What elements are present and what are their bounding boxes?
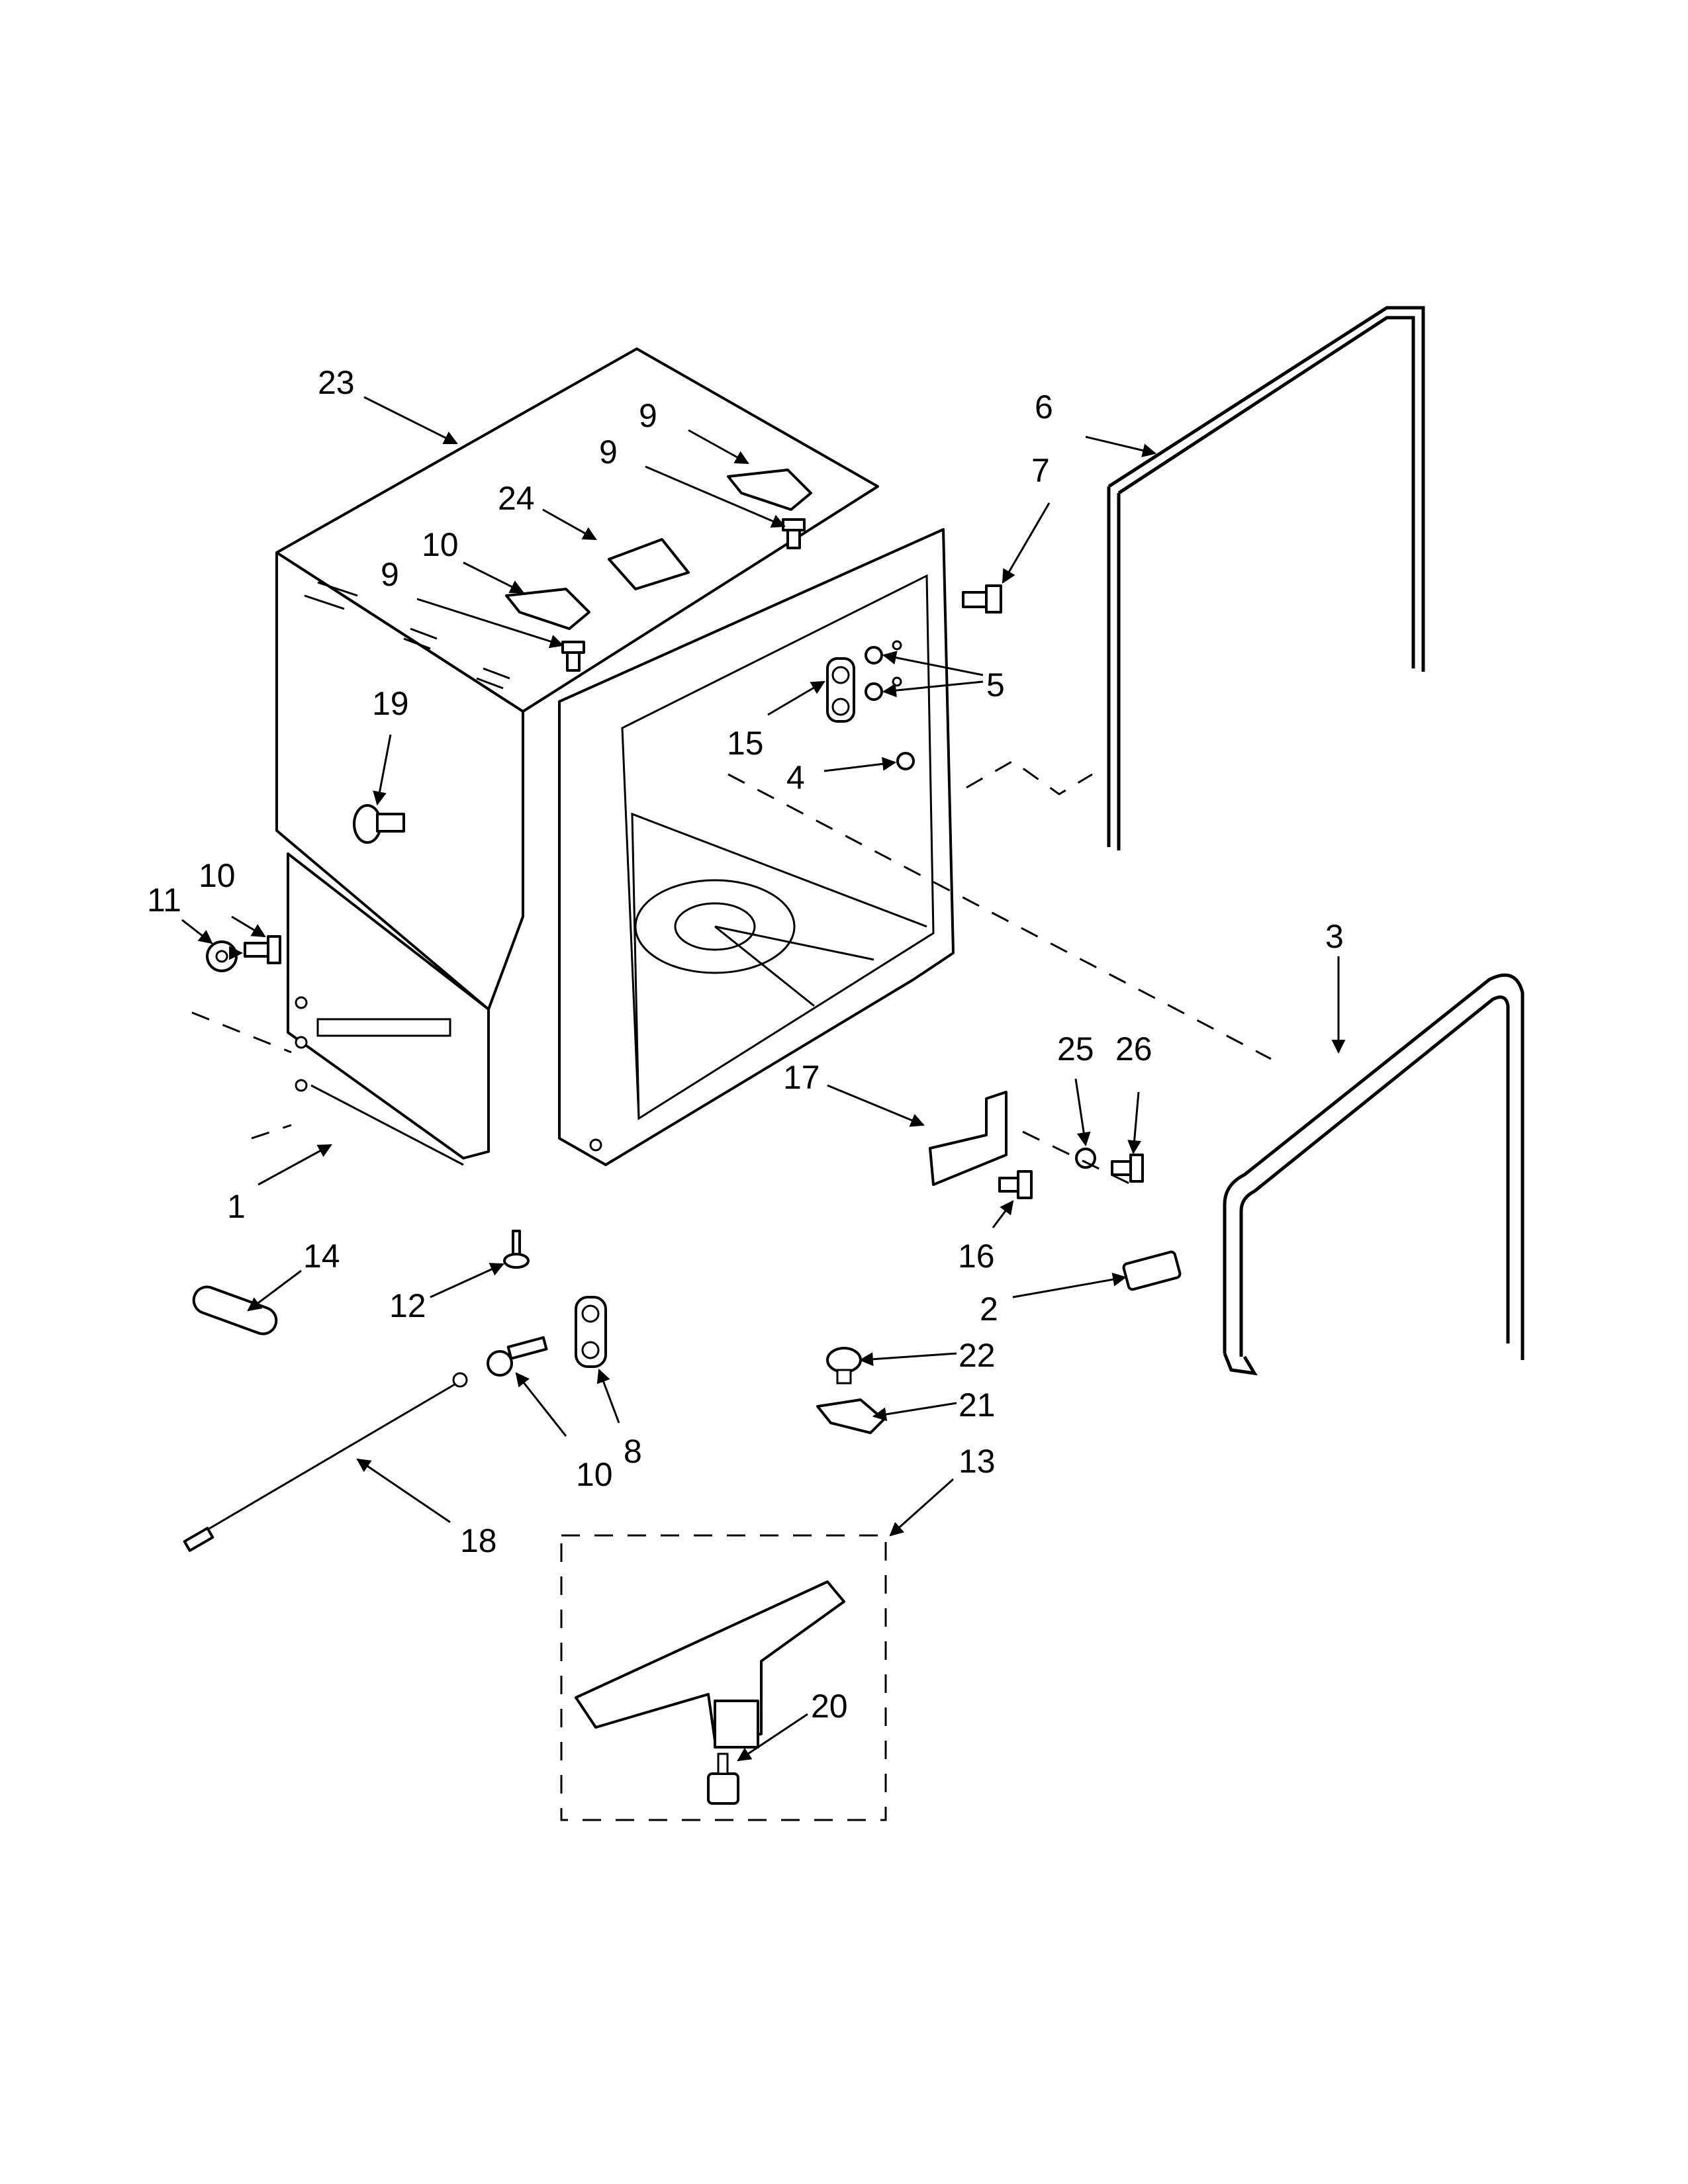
callout-12: 10 (199, 857, 236, 894)
install-line-base (251, 1124, 292, 1140)
hinge-bracket-10a (727, 469, 812, 511)
callout-6: 6 (1035, 388, 1053, 426)
callout-2: 2 (980, 1291, 998, 1328)
hinge-bracket-10b (505, 588, 590, 630)
callout-24: 21 (959, 1387, 996, 1424)
callouts: 23 9 9 24 10 9 6 7 5 15 4 19 10 11 3 25 … (147, 364, 1344, 1725)
leader-arrows (181, 396, 1346, 1762)
callout-9b: 9 (381, 556, 399, 593)
sensor-25 (826, 1347, 862, 1385)
screw-28 (1111, 1154, 1144, 1183)
callout-19: 17 (783, 1059, 820, 1096)
tub-assembly (275, 347, 955, 1166)
install-line-3 (727, 773, 1272, 1060)
callout-10b: 10 (422, 526, 459, 563)
screw-18 (998, 1170, 1033, 1199)
leveling-leg-14 (503, 1230, 530, 1269)
callout-4: 4 (786, 759, 805, 796)
callout-25: 22 (959, 1337, 996, 1374)
door-gasket-top (1107, 306, 1425, 850)
bracket-17 (826, 657, 855, 723)
install-line-28 (1022, 1130, 1133, 1186)
callout-16: 14 (303, 1238, 340, 1275)
subassembly-15-box (560, 1534, 887, 1821)
screw-12 (244, 935, 281, 964)
plug-4 (896, 752, 915, 770)
callout-28: 26 (1115, 1030, 1152, 1068)
callout-8: 8 (624, 1433, 642, 1470)
install-line-6 (966, 760, 1093, 796)
callout-3: 3 (1325, 918, 1344, 955)
latch-2 (1122, 1250, 1182, 1291)
callout-27: 25 (1057, 1030, 1094, 1068)
callout-9a: 9 (599, 433, 618, 471)
float-switch-22 (707, 1752, 739, 1805)
callout-13: 11 (147, 882, 181, 919)
screw-9a (782, 518, 806, 549)
callout-10a: 9 (639, 397, 657, 434)
washer-27 (1075, 1148, 1096, 1169)
cable-20 (183, 1372, 468, 1552)
callout-18: 16 (958, 1238, 995, 1275)
door-gasket-bottom (1223, 973, 1524, 1376)
bracket-24 (816, 1398, 885, 1434)
screw-7 (962, 584, 1002, 614)
nut-13 (206, 940, 238, 972)
callout-23: 23 (318, 364, 355, 401)
spring-16 (192, 1285, 278, 1336)
callout-20: 18 (460, 1522, 497, 1559)
callout-15: 13 (959, 1443, 996, 1480)
install-line-13 (191, 1011, 292, 1054)
bumper-21 (353, 804, 405, 844)
callout-14: 12 (389, 1287, 426, 1324)
clip-26 (608, 538, 690, 590)
callout-21: 19 (372, 685, 409, 722)
callout-26: 24 (498, 480, 535, 517)
callout-5: 5 (986, 666, 1005, 704)
bolt-11 (487, 1336, 548, 1377)
callout-11: 10 (576, 1456, 613, 1493)
callout-7: 7 (1031, 452, 1050, 489)
bracket-8 (575, 1296, 607, 1368)
callout-1: 1 (227, 1188, 246, 1225)
screw-9b (561, 641, 585, 672)
washers-5 (865, 640, 902, 701)
callout-22: 20 (811, 1688, 848, 1725)
bracket-19 (929, 1091, 1008, 1186)
callout-17: 15 (727, 725, 764, 762)
